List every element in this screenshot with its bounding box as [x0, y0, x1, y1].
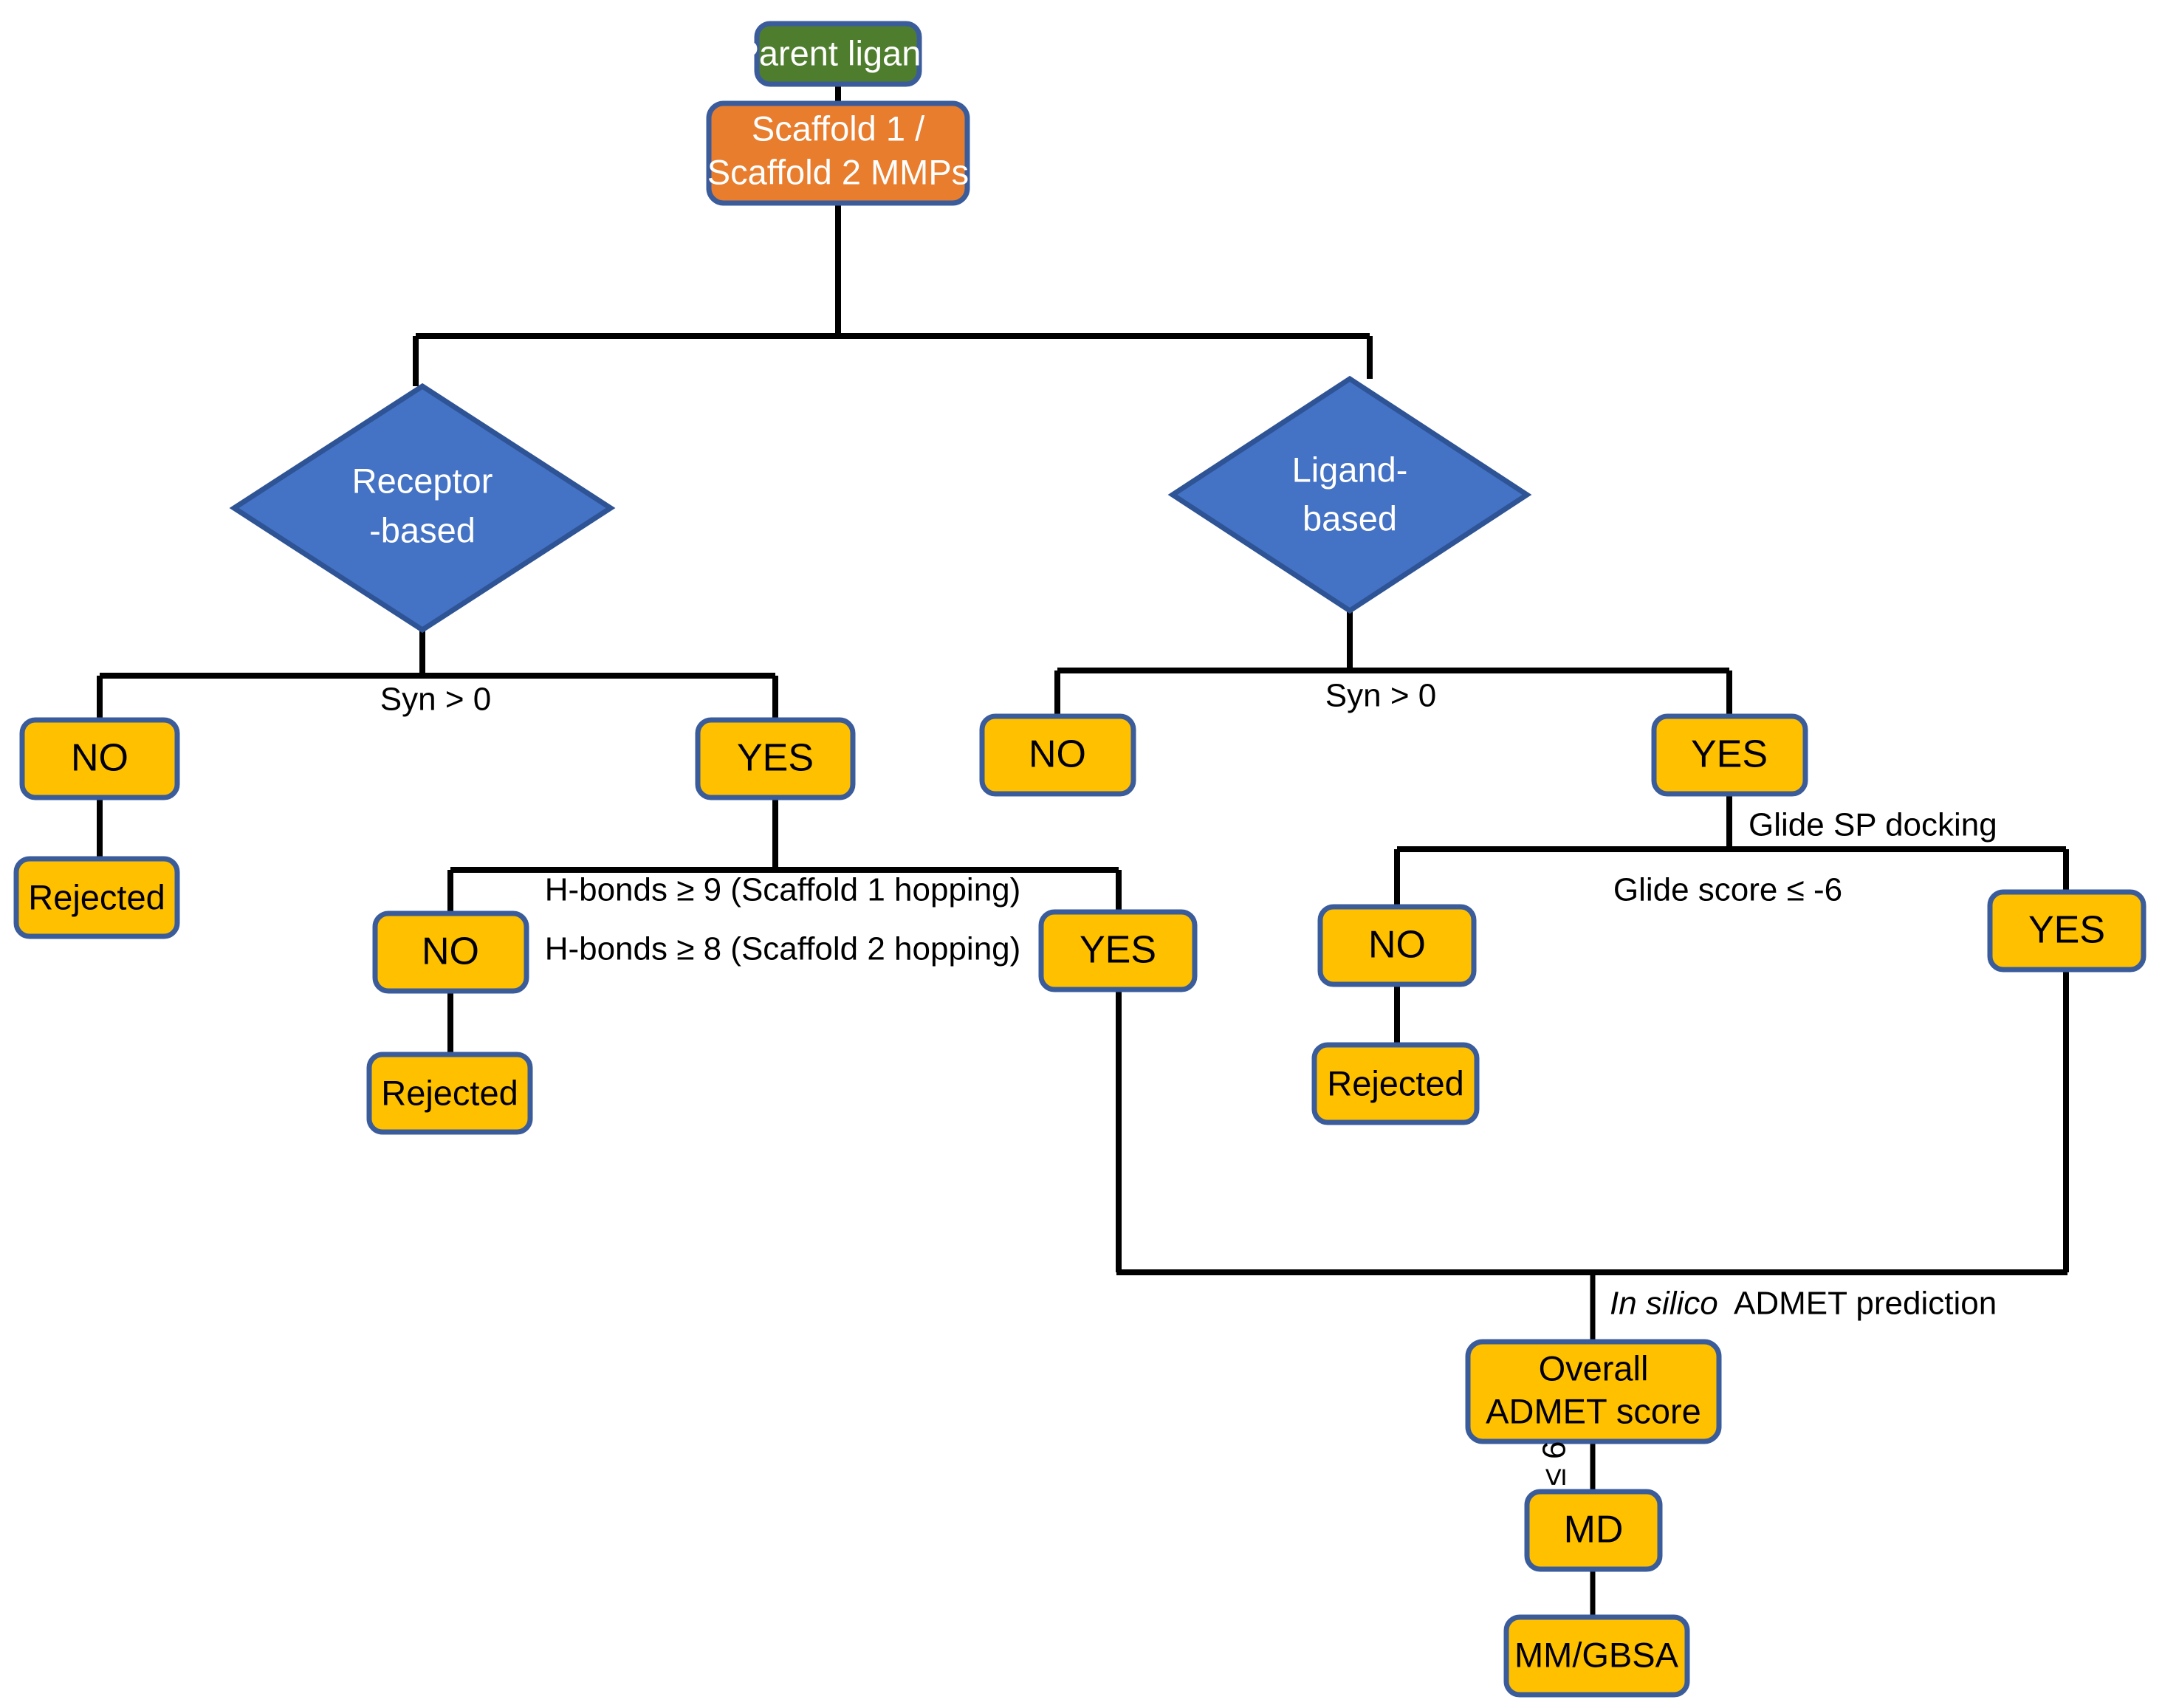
ligand-syn-no-box[interactable]	[979, 713, 1136, 797]
receptor-syn-no-label: NO	[71, 737, 128, 780]
edge-label-syn-left: Syn > 0	[380, 682, 491, 718]
ligand-based-label-line1: Ligand-	[1292, 450, 1408, 489]
receptor-syn-no-box[interactable]	[19, 717, 180, 800]
node-receptor-syn-no[interactable]: NO	[19, 717, 180, 800]
receptor-syn-yes-box[interactable]	[695, 717, 856, 800]
node-hbonds-no-rejected[interactable]: Rejected	[366, 1052, 533, 1135]
edge-label-hbonds-scaffold2: H-bonds ≥ 8 (Scaffold 2 hopping)	[545, 931, 1021, 967]
ligand-based-label-line2: based	[1303, 498, 1397, 538]
overall-admet-score-label-line1: Overall	[1539, 1348, 1649, 1388]
parent-ligand-label: Parent ligand	[736, 33, 941, 72]
glide-no-rejected-box[interactable]	[1311, 1042, 1480, 1125]
edge-label-glide-score: Glide score ≤ -6	[1613, 872, 1842, 908]
edge-label-glide-sp-docking: Glide SP docking	[1749, 807, 1997, 843]
receptor-based-diamond[interactable]	[229, 383, 616, 634]
glide-no-rejected-label: Rejected	[1327, 1063, 1464, 1102]
mm-gbsa-label: MM/GBSA	[1514, 1635, 1679, 1674]
edge-label-in-silico: In silico	[1610, 1286, 1718, 1322]
md-label: MD	[1564, 1509, 1624, 1551]
node-glide-no[interactable]: NO	[1317, 904, 1477, 987]
md-box[interactable]	[1524, 1489, 1663, 1572]
receptor-based-label-line1: Receptor	[352, 461, 493, 500]
scaffold-mmps-box[interactable]	[706, 100, 970, 206]
edge-label-layer: Syn > 0 H-bonds ≥ 9 (Scaffold 1 hopping)…	[380, 678, 1997, 1486]
ligand-based-diamond[interactable]	[1167, 375, 1532, 614]
scaffold-mmps-label-line2: Scaffold 2 MMPs	[707, 152, 969, 191]
edge-label-admet-threshold: ≤ 6	[1537, 1441, 1573, 1486]
ligand-syn-yes-box[interactable]	[1651, 713, 1808, 797]
hbonds-no-rejected-label: Rejected	[381, 1073, 518, 1112]
hbonds-no-label: NO	[422, 930, 479, 973]
node-md[interactable]: MD	[1524, 1489, 1663, 1572]
hbonds-yes-box[interactable]	[1038, 909, 1198, 992]
node-receptor-syn-yes[interactable]: YES	[695, 717, 856, 800]
node-glide-no-rejected[interactable]: Rejected	[1311, 1042, 1480, 1125]
scaffold-mmps-label-line1: Scaffold 1 /	[752, 109, 925, 148]
connector-layer	[97, 84, 2069, 1617]
receptor-syn-yes-label: YES	[737, 737, 814, 780]
ligand-syn-yes-label: YES	[1691, 733, 1768, 776]
node-mm-gbsa[interactable]: MM/GBSA	[1503, 1614, 1690, 1698]
edge-label-admet-prediction: ADMET prediction	[1734, 1286, 1997, 1322]
edge-label-syn-right: Syn > 0	[1325, 678, 1436, 714]
hbonds-no-rejected-box[interactable]	[366, 1052, 533, 1135]
edge-label-hbonds-scaffold1: H-bonds ≥ 9 (Scaffold 1 hopping)	[545, 872, 1021, 908]
node-overall-admet-score[interactable]: Overall ADMET score	[1465, 1339, 1722, 1444]
node-glide-yes[interactable]: YES	[1987, 889, 2146, 973]
node-ligand-based[interactable]: Ligand- based	[1167, 375, 1532, 614]
node-ligand-syn-no[interactable]: NO	[979, 713, 1136, 797]
hbonds-no-box[interactable]	[372, 910, 529, 994]
mm-gbsa-box[interactable]	[1503, 1614, 1690, 1698]
glide-no-label: NO	[1368, 924, 1426, 967]
node-receptor-based[interactable]: Receptor -based	[229, 383, 616, 634]
node-hbonds-no[interactable]: NO	[372, 910, 529, 994]
node-parent-ligand[interactable]: Parent ligand	[736, 21, 941, 87]
node-hbonds-yes[interactable]: YES	[1038, 909, 1198, 992]
glide-yes-label: YES	[2028, 909, 2105, 952]
ligand-syn-no-label: NO	[1029, 733, 1086, 776]
node-ligand-syn-yes[interactable]: YES	[1651, 713, 1808, 797]
hbonds-yes-label: YES	[1080, 929, 1156, 972]
receptor-syn-no-rejected-box[interactable]	[13, 856, 180, 939]
node-scaffold-mmps[interactable]: Scaffold 1 / Scaffold 2 MMPs	[706, 100, 970, 206]
receptor-based-label-line2: -based	[369, 510, 476, 549]
overall-admet-score-label-line2: ADMET score	[1486, 1391, 1701, 1430]
glide-no-box[interactable]	[1317, 904, 1477, 987]
node-receptor-syn-no-rejected[interactable]: Rejected	[13, 856, 180, 939]
receptor-syn-no-rejected-label: Rejected	[28, 877, 165, 916]
parent-ligand-box[interactable]	[754, 21, 922, 87]
overall-admet-score-box[interactable]	[1465, 1339, 1722, 1444]
glide-yes-box[interactable]	[1987, 889, 2146, 973]
